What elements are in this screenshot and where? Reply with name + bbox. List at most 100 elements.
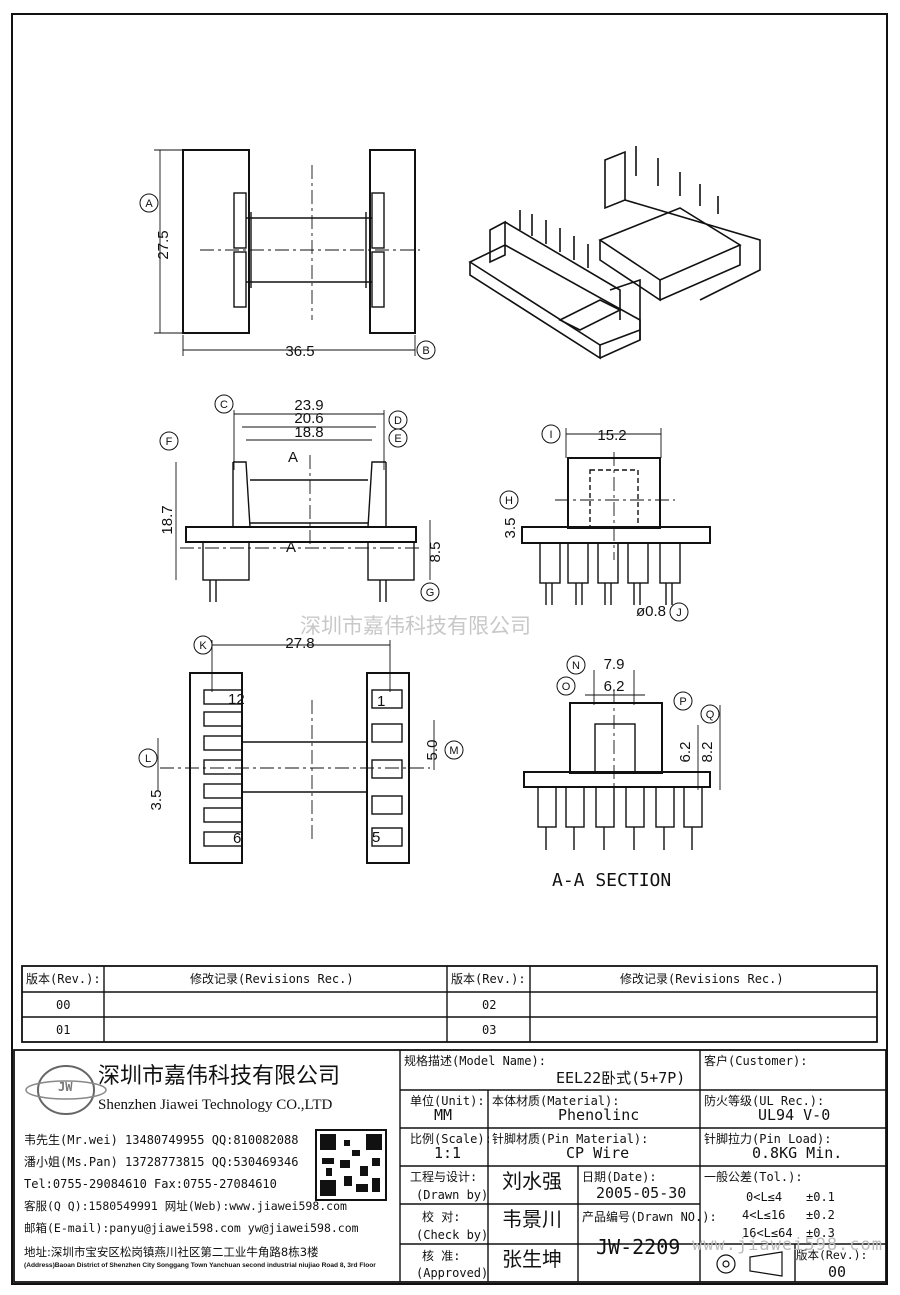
- contact-line-4: 客服(Q Q):1580549991 网址(Web):www.jiawei598…: [24, 1199, 347, 1213]
- dim-18-7: 18.7: [159, 505, 176, 534]
- qr-code: [315, 1129, 387, 1201]
- approved-label-cn: 核 准:: [422, 1249, 461, 1263]
- scale-value: 1:1: [434, 1144, 462, 1162]
- contact-line-1: 韦先生(Mr.wei) 13480749955 QQ:810082088: [24, 1133, 299, 1147]
- drawn-label-cn: 工程与设计:: [410, 1170, 478, 1184]
- pin-label-6: 6: [233, 830, 241, 847]
- check-label-cn: 校 对:: [422, 1210, 461, 1224]
- balloon-p: P: [679, 696, 686, 708]
- isometric-view: [468, 146, 761, 360]
- balloon-b: B: [422, 345, 429, 357]
- dim-15-2: 15.2: [597, 427, 626, 444]
- side-view: [521, 428, 711, 605]
- address-cn: 地址:深圳市宝安区松岗镇燕川社区第二工业牛角路8栋3楼: [24, 1245, 319, 1259]
- dim-18-8: 18.8: [294, 424, 323, 441]
- balloon-e: E: [394, 433, 401, 445]
- dim-7-9: 7.9: [604, 656, 625, 673]
- balloon-o: O: [562, 681, 571, 693]
- logo-text: JW: [58, 1080, 73, 1094]
- pin-load-value: 0.8KG Min.: [752, 1144, 843, 1162]
- model-label: 规格描述(Model Name):: [404, 1054, 546, 1068]
- tol-value-1: ±0.1: [806, 1190, 835, 1204]
- dim-3-5-side: 3.5: [502, 518, 519, 539]
- dim-27-8: 27.8: [285, 635, 314, 652]
- unit-label: 单位(Unit):: [410, 1094, 485, 1108]
- material-label: 本体材质(Material):: [492, 1094, 620, 1108]
- watermark: 深圳市嘉伟科技有限公司: [300, 614, 531, 638]
- material-value: Phenolinc: [558, 1106, 640, 1124]
- pin-label-1: 1: [377, 693, 385, 710]
- contact-line-3: Tel:0755-29084610 Fax:0755-27084610: [24, 1177, 277, 1191]
- balloon-m: M: [449, 745, 458, 757]
- dim-8-2: 8.2: [699, 742, 716, 763]
- date-value: 2005-05-30: [596, 1184, 687, 1202]
- dim-23-9: 23.9: [294, 397, 323, 414]
- balloon-i: I: [549, 429, 552, 441]
- rev-row-1-left: 00: [56, 998, 71, 1012]
- check-label-en: (Check by): [416, 1228, 489, 1242]
- dim-27-5: 27.5: [155, 230, 172, 259]
- rev-row-2-right: 03: [482, 1023, 497, 1037]
- pin-label-5: 5: [372, 829, 380, 846]
- tol-value-3: ±0.3: [806, 1226, 835, 1240]
- contact-line-2: 潘小姐(Ms.Pan) 13728773815 QQ:530469346: [24, 1155, 299, 1169]
- section-mark-bottom: A: [286, 539, 296, 556]
- balloon-n: N: [572, 660, 580, 672]
- scale-label: 比例(Scale):: [410, 1132, 492, 1146]
- pin-load-label: 针脚拉力(Pin Load):: [704, 1132, 832, 1146]
- rev-value: 00: [828, 1263, 847, 1281]
- balloon-c: C: [220, 399, 228, 411]
- pin-material-label: 针脚材质(Pin Material):: [492, 1132, 649, 1146]
- balloon-a: A: [145, 198, 153, 210]
- pin-material-value: CP Wire: [566, 1144, 630, 1162]
- tol-range-1: 0<L≤4: [746, 1190, 783, 1204]
- customer-label: 客户(Customer):: [704, 1054, 808, 1068]
- drawn-no-label: 产品编号(Drawn NO.):: [582, 1210, 717, 1224]
- projection-symbol: [716, 1251, 783, 1277]
- rev-row-1-right: 02: [482, 998, 497, 1012]
- dim-6-2-height: 6.2: [677, 742, 694, 763]
- section-label: A-A SECTION: [552, 870, 671, 891]
- dim-6-2-width: 6.2: [604, 678, 625, 695]
- drawn-no-value: JW-2209: [596, 1235, 681, 1259]
- drawn-value: 刘水强: [502, 1169, 562, 1193]
- rev-header-left: 版本(Rev.):: [26, 972, 101, 986]
- top-view: [154, 149, 420, 356]
- section-view: [523, 670, 721, 850]
- date-label: 日期(Date):: [582, 1170, 657, 1184]
- balloon-d: D: [394, 415, 402, 427]
- rec-header-left: 修改记录(Revisions Rec.): [190, 972, 354, 986]
- dim-8-5: 8.5: [427, 542, 444, 563]
- company-logo: [25, 1065, 107, 1115]
- dim-5-0: 5.0: [424, 740, 441, 761]
- balloon-f: F: [166, 436, 173, 448]
- unit-value: MM: [434, 1106, 453, 1124]
- dim-pin-diameter: ø0.8: [636, 603, 666, 620]
- balloon-g: G: [426, 587, 435, 599]
- approved-value: 张生坤: [502, 1247, 562, 1271]
- rev-header-right: 版本(Rev.):: [451, 972, 526, 986]
- balloon-h: H: [505, 495, 513, 507]
- balloon-q: Q: [706, 709, 715, 721]
- company-name-cn: 深圳市嘉伟科技有限公司: [98, 1064, 341, 1089]
- company-name-en: Shenzhen Jiawei Technology CO.,LTD: [98, 1097, 333, 1113]
- ul-label: 防火等级(UL Rec.):: [704, 1094, 825, 1108]
- tol-range-2: 4<L≤16: [742, 1208, 786, 1222]
- dim-3-5-bottom: 3.5: [148, 790, 165, 811]
- rev-label: 版本(Rev.):: [796, 1248, 868, 1262]
- check-value: 韦景川: [502, 1207, 562, 1231]
- drawn-label-en: (Drawn by): [416, 1188, 489, 1202]
- balloon-l: L: [145, 753, 151, 765]
- url-watermark: www.jiawei598.com: [692, 1235, 883, 1255]
- approved-label-en: (Approved): [416, 1266, 489, 1280]
- balloon-j: J: [676, 607, 682, 619]
- balloon-k: K: [199, 640, 207, 652]
- pin-label-12: 12: [228, 691, 245, 708]
- tol-label: 一般公差(Tol.):: [704, 1170, 803, 1184]
- dim-36-5: 36.5: [285, 343, 314, 360]
- bottom-view: [157, 640, 435, 864]
- dim-20-6: 20.6: [294, 410, 323, 427]
- model-value: EEL22卧式(5+7P): [556, 1069, 686, 1087]
